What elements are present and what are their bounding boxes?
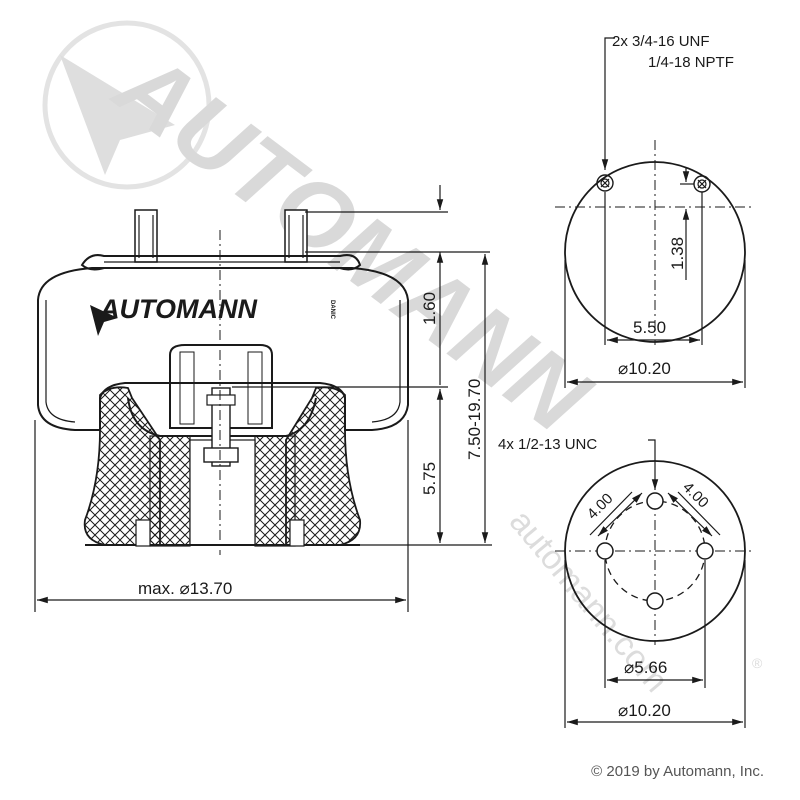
watermark-circle [42,20,212,190]
bolt-hole-right [696,542,714,560]
port-left [596,174,614,192]
stud-right [284,209,308,263]
spacing-label: 5.50 [633,318,666,337]
logo-suffix: DANIC [329,300,335,320]
height-range-label: 7.50-19.70 [465,379,484,460]
bolt-circle-label: ⌀5.66 [624,658,667,677]
watermark-registered: ® [752,655,763,671]
top-view: 2x 3/4-16 UNF 1/4-18 NPTF 1.38 5.50 ⌀10.… [555,33,755,388]
port-right [693,175,711,193]
spacing-left-label: 4.00 [584,490,617,523]
bumper [169,344,273,429]
bolt-hole-top [646,492,664,510]
center-bolt [211,387,231,467]
watermark-arrow-icon [60,55,175,175]
copyright-text: © 2019 by Automann, Inc. [591,763,764,780]
max-diameter-label: max. ⌀13.70 [138,579,232,598]
offset-label: 1.38 [668,237,687,270]
bolts-label: 4x 1/2-13 UNC [498,436,597,453]
ports-label-line2: 1/4-18 NPTF [648,54,734,71]
side-view: AUTOMANN DANIC max. ⌀13.70 1.60 5.75 7.5… [34,185,492,612]
bolt-hole-left [596,542,614,560]
watermark-brand: AUTOMANN [96,30,609,454]
bolt-hole-bottom [646,592,664,610]
height-bottom-label: 5.75 [420,462,439,495]
logo-arrow-icon [90,305,118,336]
ports-label-line1: 2x 3/4-16 UNF [612,33,710,50]
top-diameter-label: ⌀10.20 [618,359,671,378]
height-top-label: 1.60 [420,292,439,325]
bottom-diameter-label: ⌀10.20 [618,701,671,720]
bead-plate [80,254,362,271]
spacing-right-label: 4.00 [679,479,712,512]
stud-left [134,209,158,263]
bottom-view: 4x 1/2-13 UNC 4.00 4.00 ⌀5.66 ⌀10.20 [498,436,755,728]
automann-logo: AUTOMANN DANIC [90,294,335,336]
logo-text: AUTOMANN [99,294,257,324]
bellows [37,267,409,431]
